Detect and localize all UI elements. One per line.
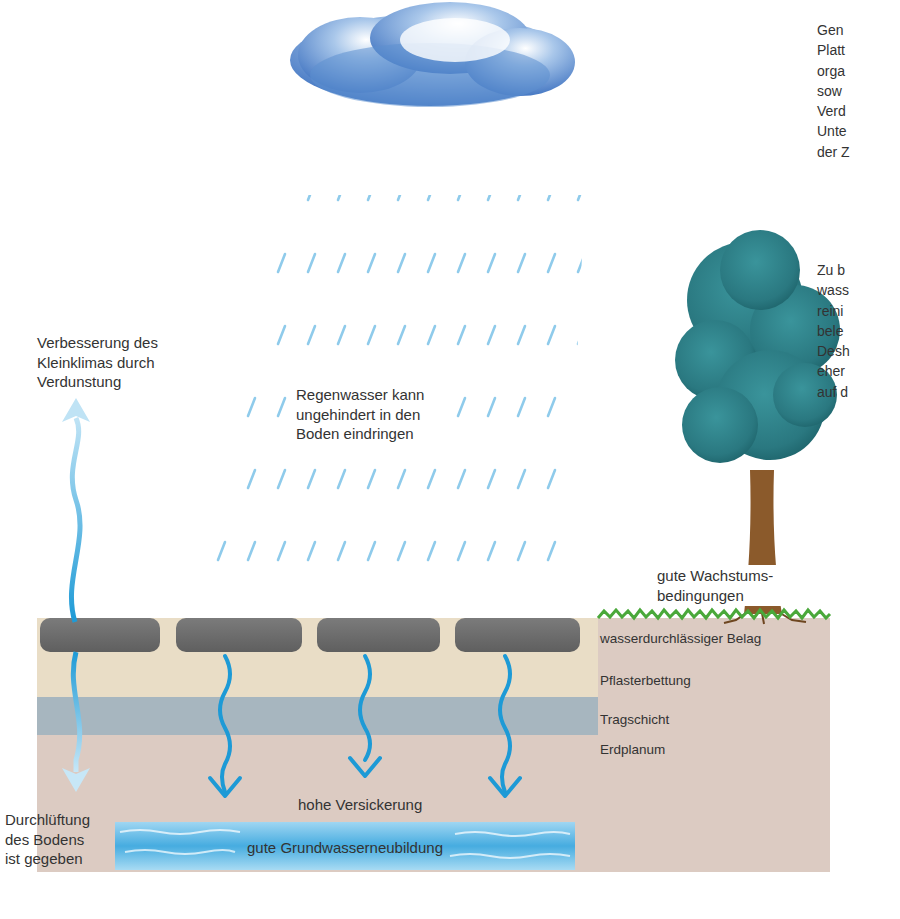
side-text-fragment: Zu b wass reini bele Desh eher auf d [817, 260, 861, 402]
grass [598, 610, 830, 618]
layer-label: wasserdurchlässiger Belag [600, 630, 820, 648]
annotation-label: Durchlüftung des Bodens ist gegeben [5, 810, 97, 869]
evaporation-arrow [62, 398, 90, 622]
annotation-label: hohe Versickerung [298, 795, 468, 815]
cloud [290, 2, 575, 107]
bedding-layer [37, 618, 598, 697]
annotation-label: gute Grundwasserneubildung [245, 836, 445, 859]
groundwater [115, 822, 575, 870]
annotation-label: Verbesserung des Kleinklimas durch Verdu… [37, 333, 187, 392]
layer-label: Pflasterbettung [600, 672, 800, 690]
layer-label: Erdplanum [600, 741, 800, 759]
base-layer [37, 697, 598, 735]
soil [598, 618, 830, 872]
infiltration-arrows [210, 656, 520, 796]
side-text-fragment: Gen Platt orga sow Verd Unte der Z [817, 20, 861, 162]
annotation-label: gute Wachstums- bedingungen [654, 565, 800, 606]
subgrade-layer [37, 735, 598, 872]
aeration-arrow [62, 652, 90, 792]
layer-label: Tragschicht [600, 711, 800, 729]
pavers [40, 618, 580, 652]
annotation-label: Regenwasser kann ungehindert in den Bode… [293, 384, 449, 445]
rain [205, 195, 585, 605]
